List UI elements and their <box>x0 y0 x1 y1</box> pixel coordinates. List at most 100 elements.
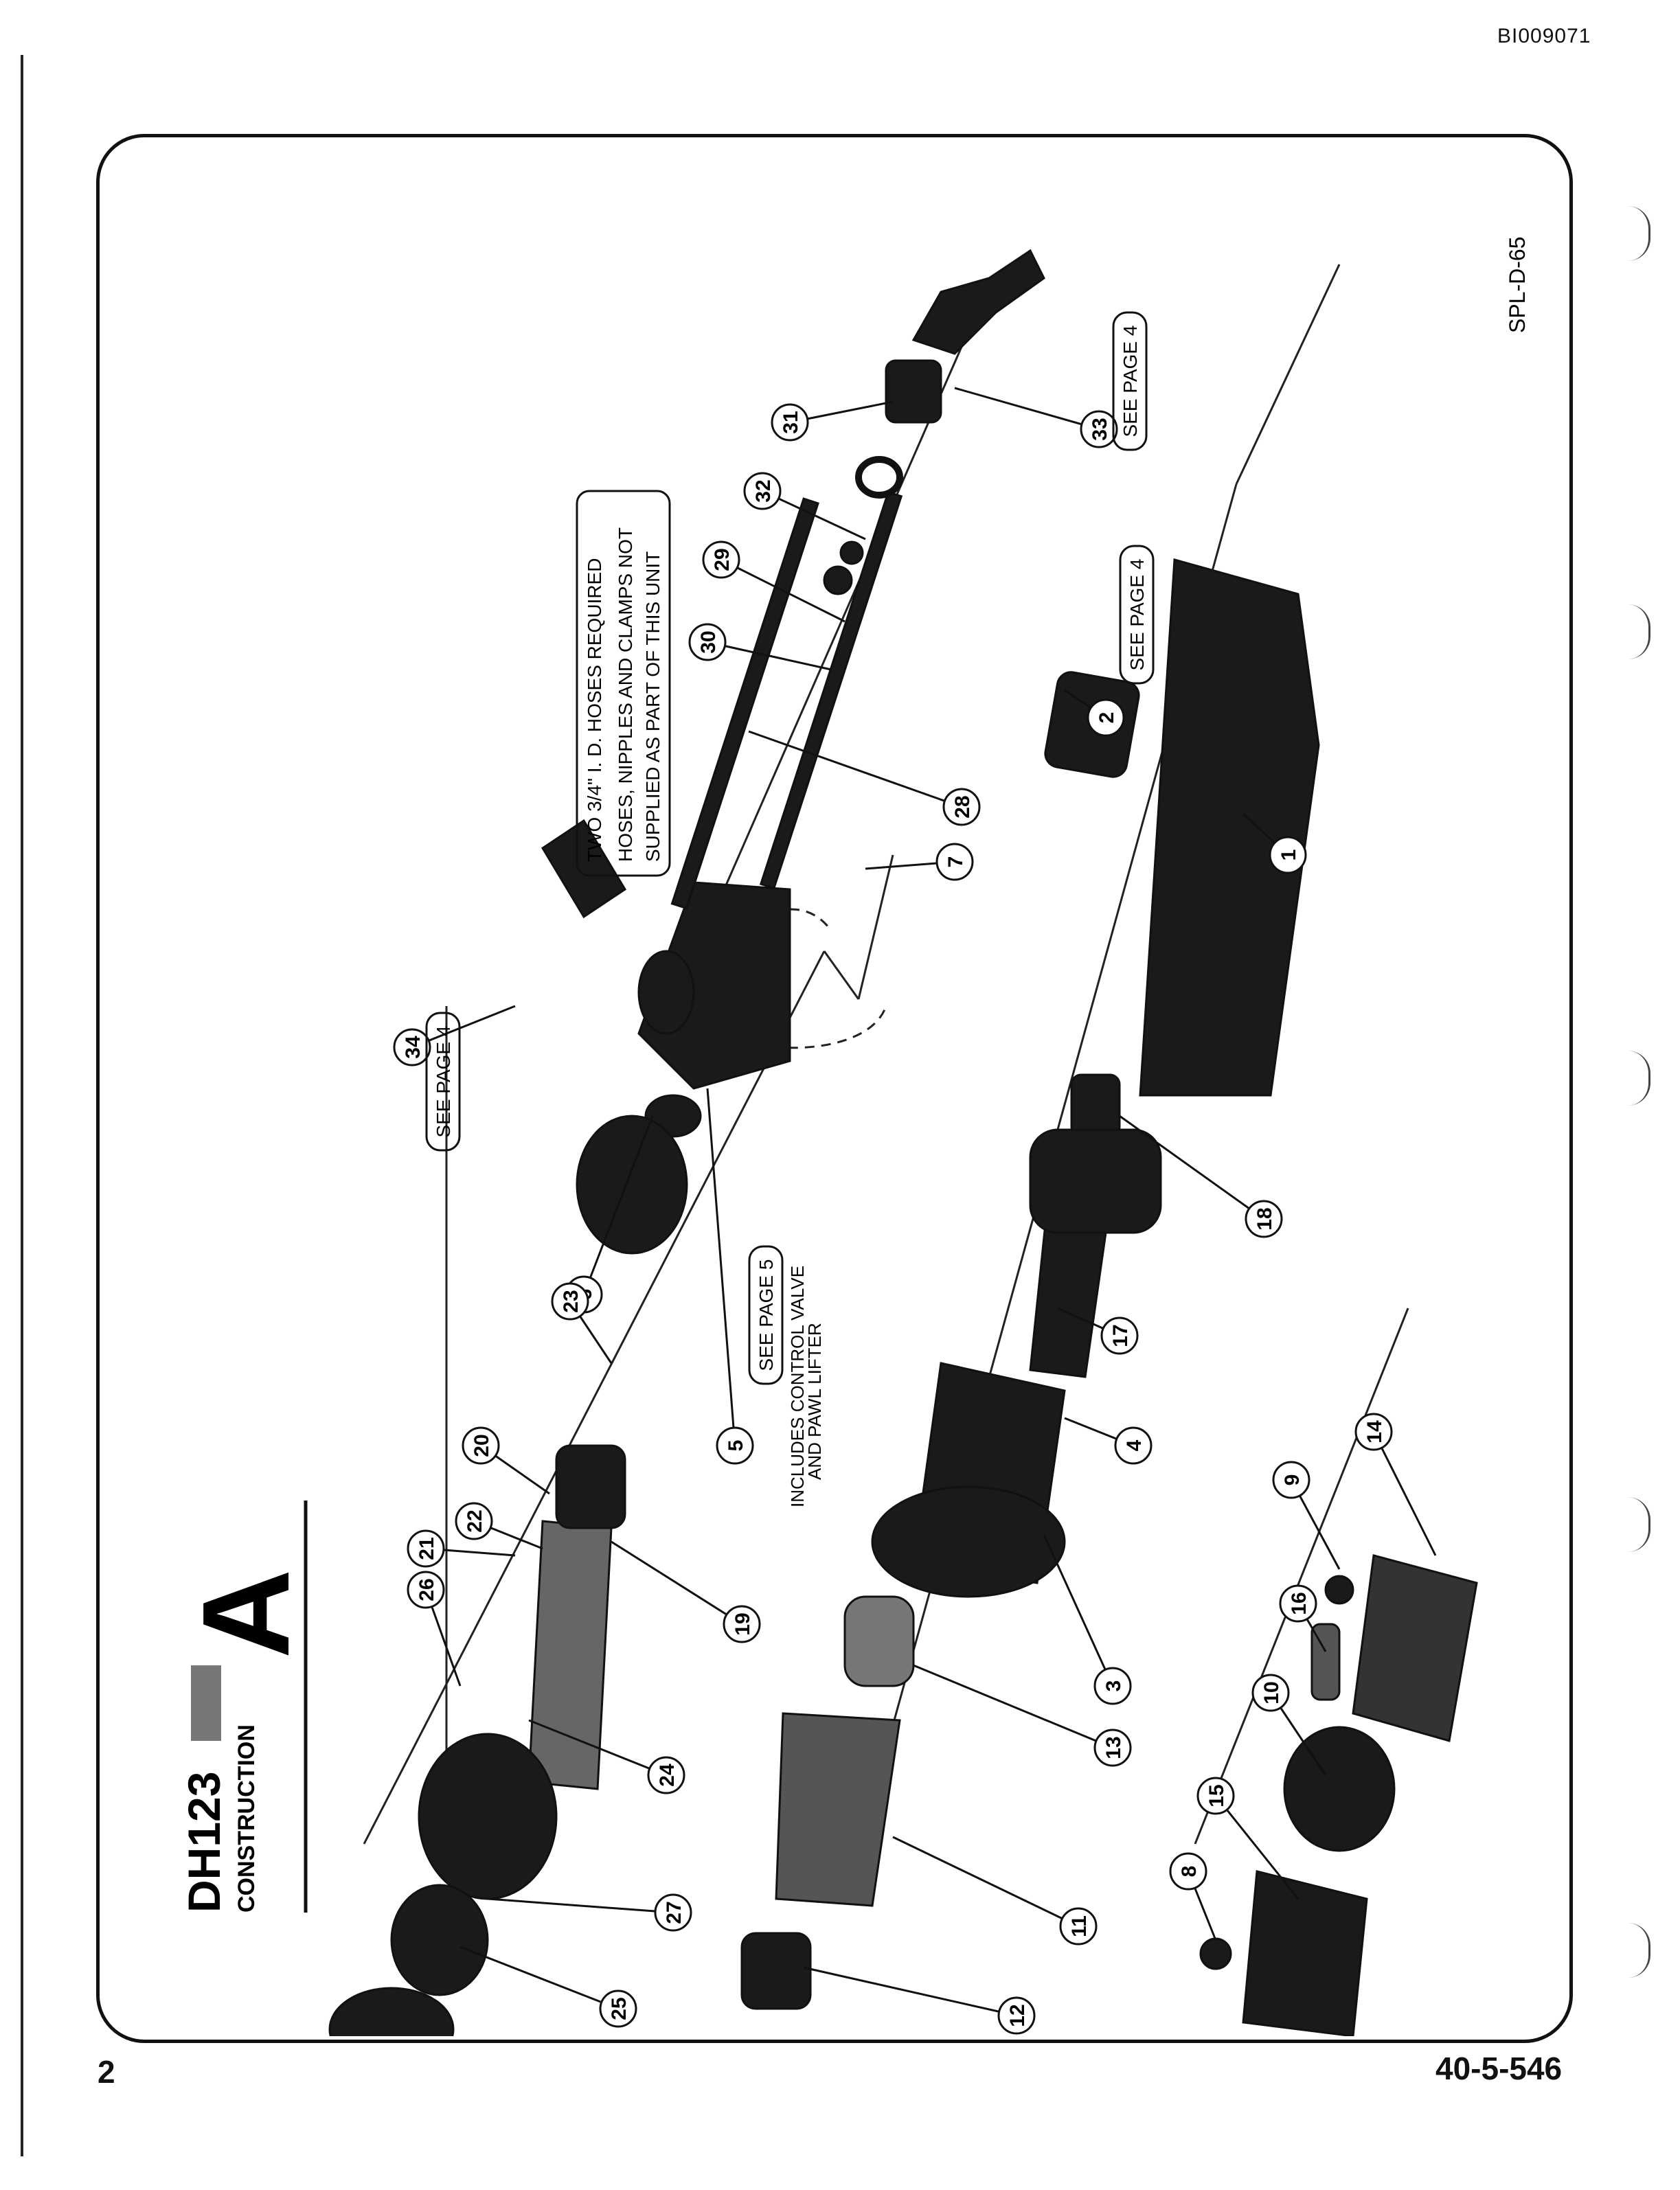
callout-29: 29 <box>702 540 740 579</box>
control-note: INCLUDES CONTROL VALVE AND PAWL LIFTER <box>787 1266 825 1507</box>
callout-markers: 1 2 3 4 5 6 7 8 9 10 11 12 13 14 15 16 1… <box>393 403 1393 2035</box>
svg-text:21: 21 <box>416 1537 438 1560</box>
svg-text:16: 16 <box>1288 1592 1310 1615</box>
svg-text:3: 3 <box>1102 1680 1125 1692</box>
margin-mark <box>1628 1923 1650 1978</box>
svg-text:14: 14 <box>1363 1420 1386 1444</box>
svg-text:33: 33 <box>1089 418 1111 440</box>
svg-text:8: 8 <box>1178 1866 1201 1878</box>
title-letter: A <box>177 1569 315 1658</box>
margin-mark <box>1628 1497 1650 1552</box>
svg-text:32: 32 <box>752 479 775 502</box>
hose-note: TWO 3/4" I. D. HOSES REQUIRED HOSES, NIP… <box>576 490 671 877</box>
callout-10: 10 <box>1251 1674 1290 1712</box>
svg-text:27: 27 <box>663 1901 685 1924</box>
callout-16: 16 <box>1279 1584 1317 1623</box>
see-page-33: SEE PAGE 4 <box>1112 311 1148 451</box>
title-bar <box>191 1665 221 1741</box>
svg-text:19: 19 <box>731 1612 754 1635</box>
svg-text:23: 23 <box>560 1290 582 1312</box>
drawing-frame <box>96 134 1573 2043</box>
callout-3: 3 <box>1093 1667 1132 1705</box>
margin-mark <box>1628 604 1650 659</box>
callout-31: 31 <box>771 403 809 442</box>
svg-text:29: 29 <box>711 548 734 571</box>
callout-13: 13 <box>1093 1729 1132 1767</box>
callout-33: 33 <box>1080 410 1118 448</box>
callout-21: 21 <box>407 1529 445 1568</box>
callout-34: 34 <box>393 1028 431 1067</box>
svg-text:4: 4 <box>1123 1439 1146 1451</box>
callout-5: 5 <box>716 1426 754 1465</box>
leader-lines <box>411 387 1437 2017</box>
svg-text:1: 1 <box>1278 849 1300 861</box>
callout-9: 9 <box>1272 1461 1310 1499</box>
callout-30: 30 <box>688 623 727 661</box>
see-page-labels: SEE PAGE 4 SEE PAGE 4 SEE PAGE 4 SEE PAG… <box>425 311 1155 1385</box>
svg-text:17: 17 <box>1109 1324 1132 1347</box>
callout-2: 2 <box>1087 698 1125 737</box>
see-page-5: SEE PAGE 5 <box>748 1245 784 1385</box>
title-block: DH123 A CONSTRUCTION <box>177 1501 315 1913</box>
svg-text:11: 11 <box>1068 1915 1091 1937</box>
callout-1: 1 <box>1269 836 1307 874</box>
svg-text:13: 13 <box>1102 1736 1125 1759</box>
svg-text:SEE PAGE 4: SEE PAGE 4 <box>1126 559 1148 671</box>
svg-text:5: 5 <box>725 1440 747 1452</box>
svg-text:18: 18 <box>1253 1207 1276 1230</box>
svg-text:24: 24 <box>656 1764 679 1787</box>
svg-text:25: 25 <box>608 1997 631 2020</box>
control-note-line2: AND PAWL LIFTER <box>804 1323 825 1480</box>
hose-note-line2: HOSES, NIPPLES AND CLAMPS NOT <box>615 527 636 862</box>
callout-18: 18 <box>1245 1200 1283 1238</box>
title-section: CONSTRUCTION <box>234 1724 260 1913</box>
callout-19: 19 <box>723 1605 761 1643</box>
callout-23: 23 <box>551 1282 589 1321</box>
exploded-parts-drawing: DH123 A CONSTRUCTION SPL-D-65 <box>177 237 1530 2036</box>
margin-mark <box>1628 1051 1650 1106</box>
callout-8: 8 <box>1169 1852 1207 1891</box>
svg-text:22: 22 <box>464 1509 486 1532</box>
callout-12: 12 <box>997 1996 1036 2035</box>
svg-text:10: 10 <box>1260 1681 1283 1704</box>
callout-7: 7 <box>935 843 974 881</box>
svg-text:12: 12 <box>1006 2004 1029 2027</box>
callout-32: 32 <box>743 472 782 510</box>
svg-text:9: 9 <box>1281 1474 1304 1486</box>
drawing-ref: SPL-D-65 <box>1505 237 1530 334</box>
binding-rule <box>21 55 23 2156</box>
svg-text:SEE PAGE 4: SEE PAGE 4 <box>433 1026 454 1138</box>
part-shapes <box>328 249 1478 2036</box>
svg-text:34: 34 <box>402 1036 424 1059</box>
svg-text:26: 26 <box>416 1578 438 1601</box>
svg-text:2: 2 <box>1096 712 1118 724</box>
callout-15: 15 <box>1196 1777 1235 1815</box>
callout-14: 14 <box>1354 1413 1393 1451</box>
callout-28: 28 <box>942 788 981 826</box>
svg-text:SEE PAGE 4: SEE PAGE 4 <box>1120 326 1141 437</box>
see-page-2: SEE PAGE 4 <box>1119 545 1155 685</box>
part-number: 40-5-546 <box>1435 2051 1563 2086</box>
callout-26: 26 <box>407 1571 445 1609</box>
hose-note-line1: TWO 3/4" I. D. HOSES REQUIRED <box>584 558 605 862</box>
callout-11: 11 <box>1059 1907 1098 1946</box>
page-number: 2 <box>98 2054 115 2090</box>
svg-text:SEE PAGE 5: SEE PAGE 5 <box>756 1259 777 1371</box>
svg-text:15: 15 <box>1205 1784 1228 1807</box>
callout-22: 22 <box>455 1502 493 1540</box>
title-model: DH123 <box>179 1772 229 1913</box>
callout-17: 17 <box>1100 1316 1139 1355</box>
svg-text:7: 7 <box>944 856 967 868</box>
callout-25: 25 <box>599 1989 637 2028</box>
callout-24: 24 <box>647 1756 685 1794</box>
callout-4: 4 <box>1114 1426 1153 1465</box>
margin-mark <box>1628 206 1650 261</box>
see-page-34: SEE PAGE 4 <box>425 1012 461 1152</box>
control-note-line1: INCLUDES CONTROL VALVE <box>787 1266 808 1507</box>
callout-20: 20 <box>462 1426 500 1465</box>
svg-text:28: 28 <box>951 795 974 818</box>
svg-text:30: 30 <box>697 630 720 653</box>
svg-text:20: 20 <box>470 1434 493 1457</box>
document-id: BI009071 <box>1497 25 1591 47</box>
hose-note-line3: SUPPLIED AS PART OF THIS UNIT <box>642 551 663 862</box>
